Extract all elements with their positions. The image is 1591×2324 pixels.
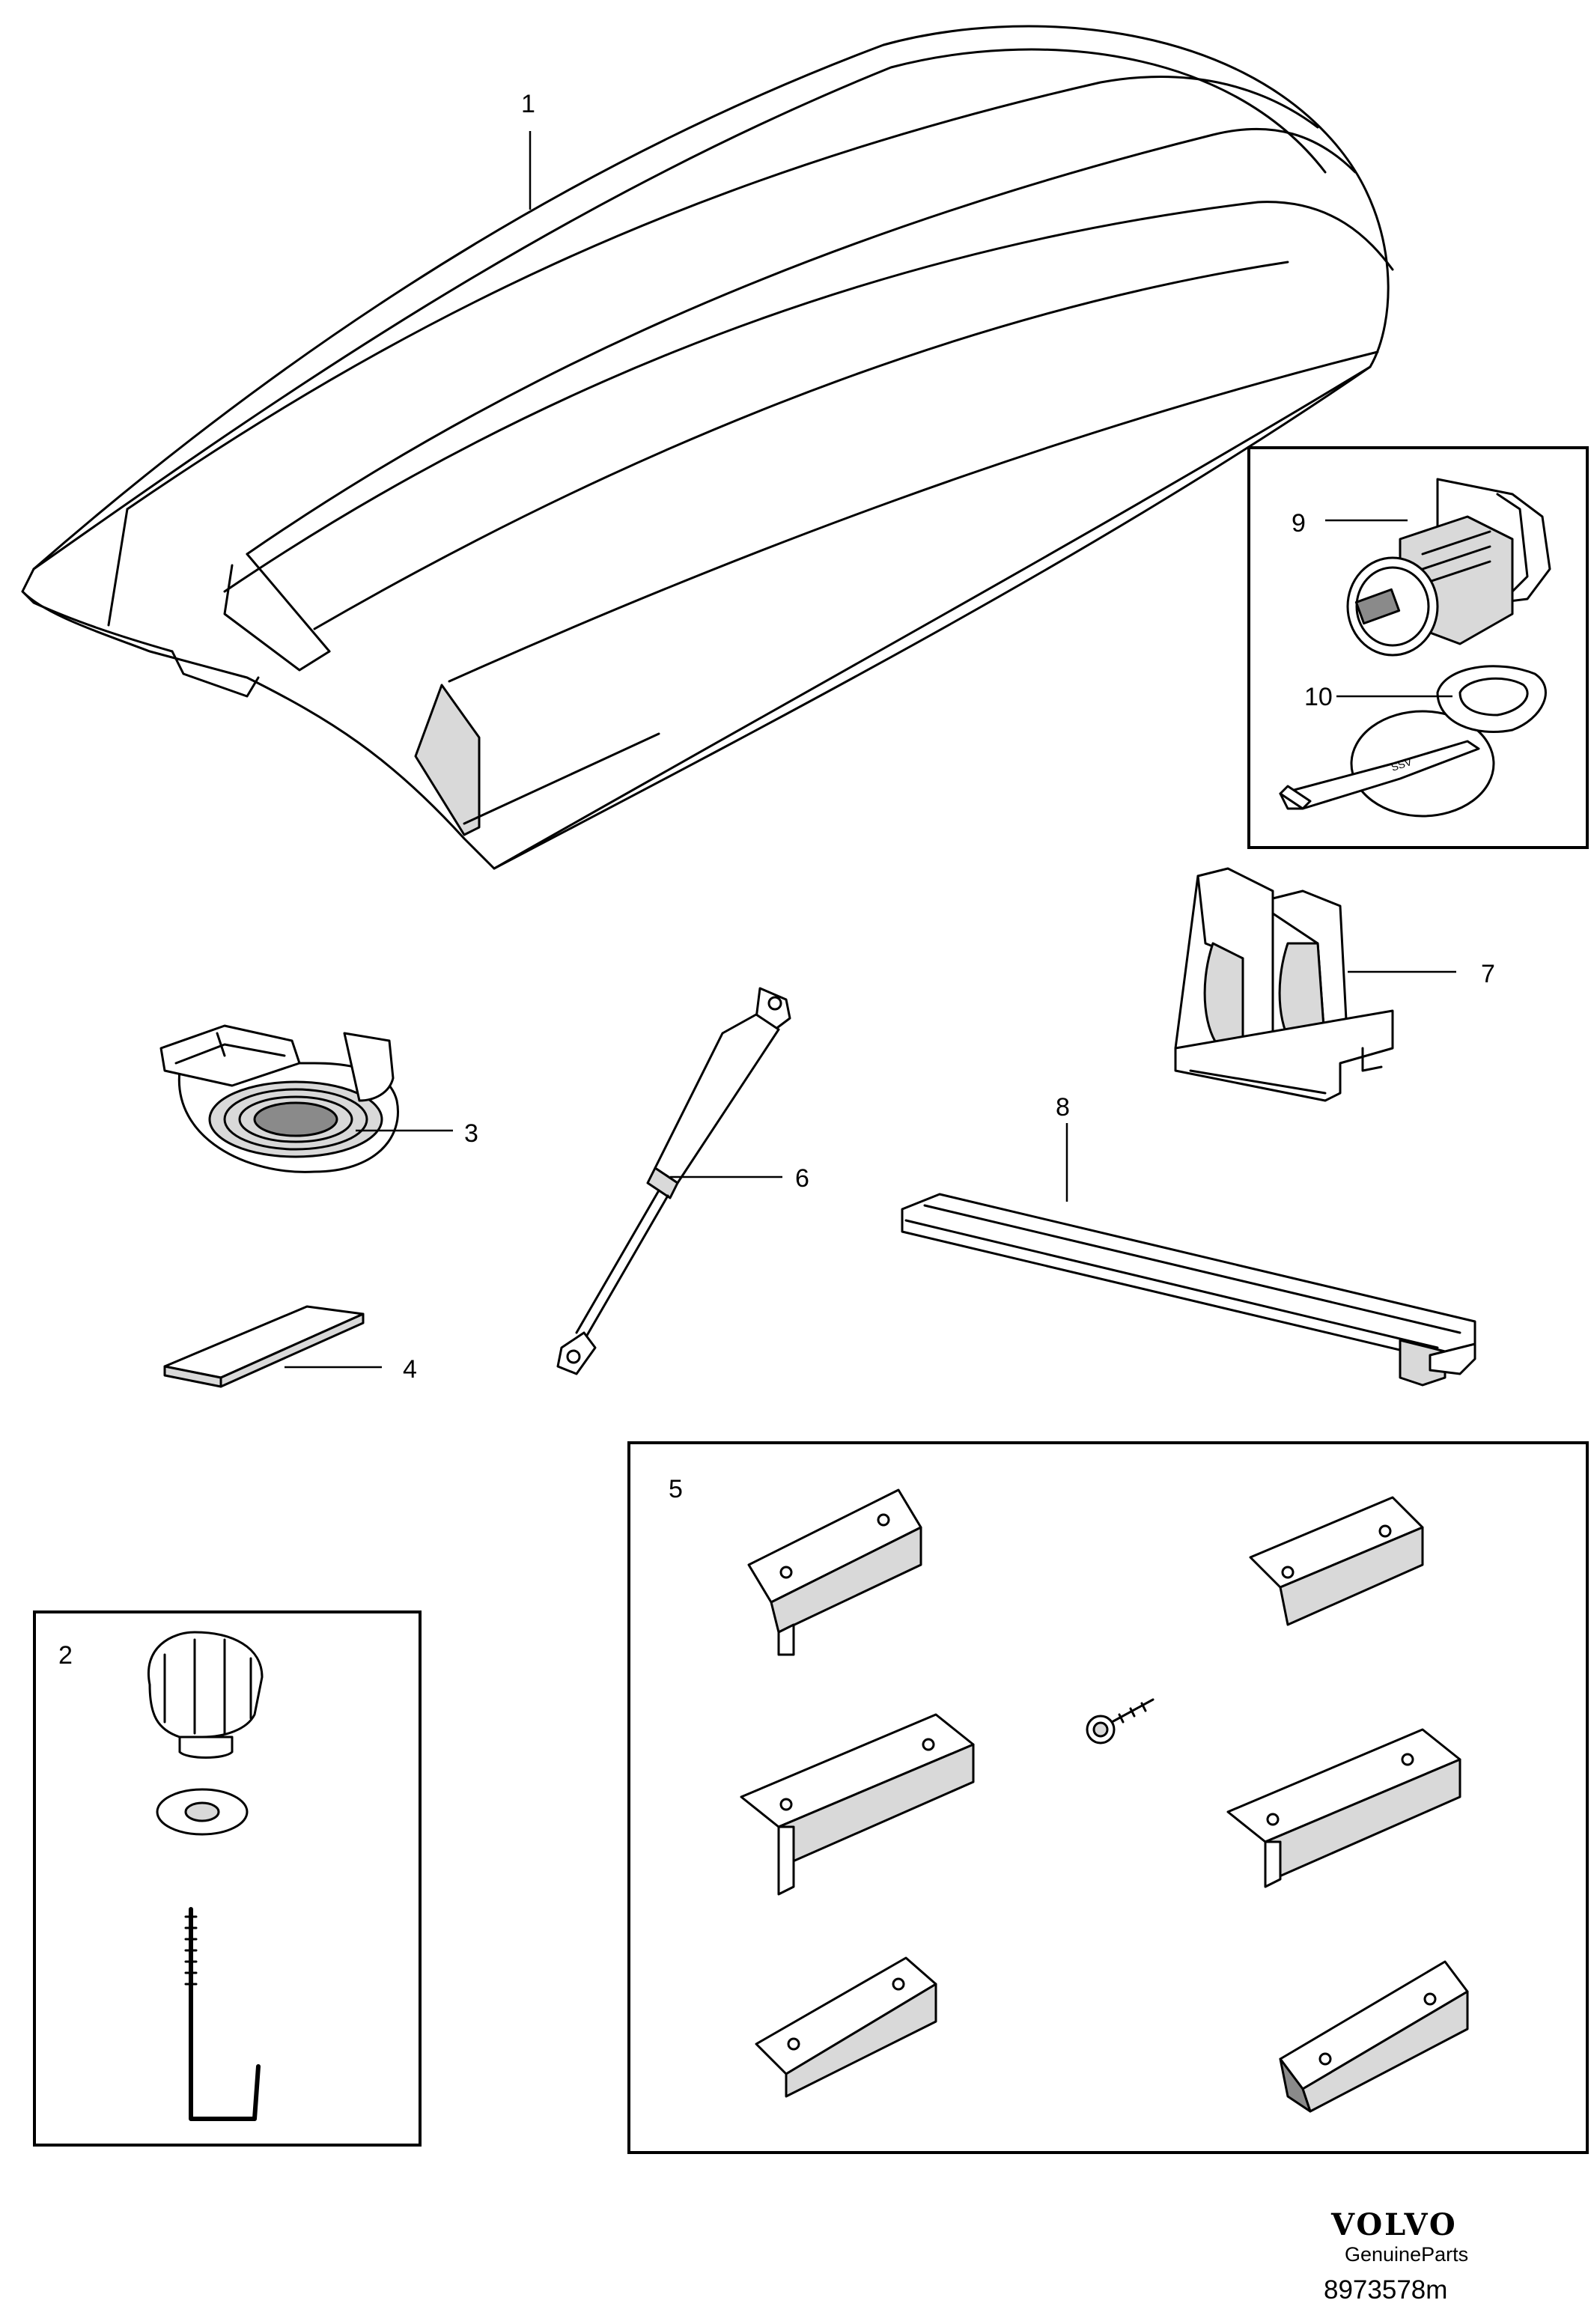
lock-cylinder bbox=[1346, 478, 1551, 657]
clamp-f bbox=[1279, 1960, 1469, 2113]
clamp-e bbox=[755, 1956, 937, 2098]
callout-8: 8 bbox=[1056, 1093, 1070, 1122]
document-number: 8973578m bbox=[1324, 2275, 1447, 2305]
callout-5: 5 bbox=[669, 1475, 683, 1503]
callout-1: 1 bbox=[521, 90, 535, 118]
callout-7: 7 bbox=[1481, 960, 1495, 988]
gas-strut bbox=[556, 987, 791, 1375]
clamp-kit-frame bbox=[627, 1441, 1589, 2154]
roof-box-lid bbox=[21, 25, 1394, 870]
callout-3: 3 bbox=[464, 1119, 478, 1148]
clamp-b bbox=[1249, 1496, 1424, 1626]
clamp-a bbox=[747, 1488, 922, 1656]
leader-lines bbox=[285, 131, 1456, 1369]
callout-6: 6 bbox=[795, 1164, 809, 1193]
clamp-d bbox=[1226, 1728, 1461, 1888]
callout-4: 4 bbox=[403, 1355, 417, 1384]
callout-2: 2 bbox=[58, 1641, 73, 1670]
j-bolt bbox=[184, 1907, 261, 2121]
washer bbox=[156, 1788, 249, 1836]
lock-kit-frame bbox=[1247, 446, 1589, 849]
lock-key: SSV bbox=[1279, 665, 1547, 818]
bar-bracket bbox=[1174, 867, 1394, 1102]
strap bbox=[159, 1024, 399, 1173]
callout-10: 10 bbox=[1304, 683, 1333, 711]
rail-profile bbox=[901, 1193, 1476, 1387]
screw bbox=[1086, 1698, 1155, 1744]
genuine-parts-label: GenuineParts bbox=[1345, 2243, 1468, 2266]
knob bbox=[147, 1631, 264, 1759]
mounting-bolt-kit-frame bbox=[33, 1610, 422, 2147]
clamp-c bbox=[740, 1713, 975, 1896]
callout-9: 9 bbox=[1292, 509, 1306, 538]
adhesive-pad bbox=[163, 1305, 365, 1388]
volvo-logo: VOLVO bbox=[1330, 2207, 1458, 2242]
